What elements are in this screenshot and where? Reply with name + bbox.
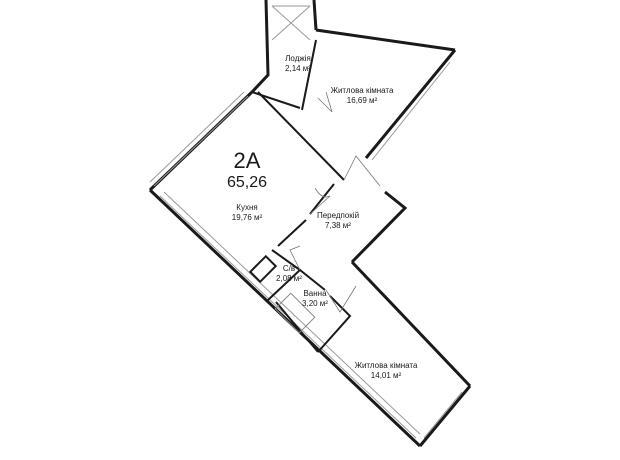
- room-area: 2,14 м²: [285, 64, 311, 73]
- room-area: 14,01 м²: [370, 371, 402, 380]
- room-hallway: Передпокій 7,38 м²: [317, 211, 359, 231]
- room-bathroom: Ванна 3,20 м²: [302, 289, 328, 309]
- loggia-wall: [250, 0, 270, 94]
- bath-walls: [299, 269, 326, 291]
- room-name: Житлова кімната: [330, 86, 394, 95]
- room-name: Лоджія: [285, 54, 311, 63]
- doors: [289, 91, 381, 313]
- windows: [149, 5, 463, 439]
- inner-walls: [248, 39, 352, 353]
- kitchen-bedroom-wall: [257, 91, 345, 181]
- kitchen-hall-wall: [277, 219, 307, 247]
- room-name: Ванна: [303, 289, 327, 298]
- stove: [248, 254, 278, 284]
- room-loggia: Лоджія 2,14 м²: [285, 54, 311, 74]
- room-name: Передпокій: [316, 211, 360, 220]
- bathtub: [274, 292, 316, 334]
- room-kitchen: Кухня 19,76 м²: [232, 203, 262, 223]
- apartment-code: 2A: [233, 148, 261, 173]
- room-name: С/в: [282, 264, 296, 273]
- bedroom1-top-wall: [315, 28, 456, 52]
- bedroom2-bottom-wall: [418, 385, 472, 447]
- room-area: 16,69 м²: [346, 96, 378, 105]
- room-name: Житлова кімната: [354, 361, 418, 370]
- bath-right-wall: [317, 295, 352, 353]
- room-name: Кухня: [236, 203, 258, 212]
- loggia-partition: [251, 91, 301, 109]
- room-bedroom-1: Житлова кімната 16,69 м²: [331, 86, 394, 106]
- room-area: 3,20 м²: [302, 299, 328, 308]
- bedroom2-right-wall: [350, 260, 472, 388]
- bedroom1-right-wall: [364, 49, 457, 159]
- room-area: 19,76 м²: [231, 213, 263, 222]
- apartment-total-area: 65,26: [226, 174, 268, 191]
- room-bedroom-2: Житлова кімната 14,01 м²: [355, 361, 418, 381]
- loggia-right-wall: [312, 0, 318, 31]
- room-wc: С/в 2,08 м²: [276, 264, 302, 284]
- hall-right-wall: [350, 190, 408, 264]
- room-area: 7,38 м²: [325, 221, 351, 230]
- room-area: 2,08 м²: [276, 274, 302, 283]
